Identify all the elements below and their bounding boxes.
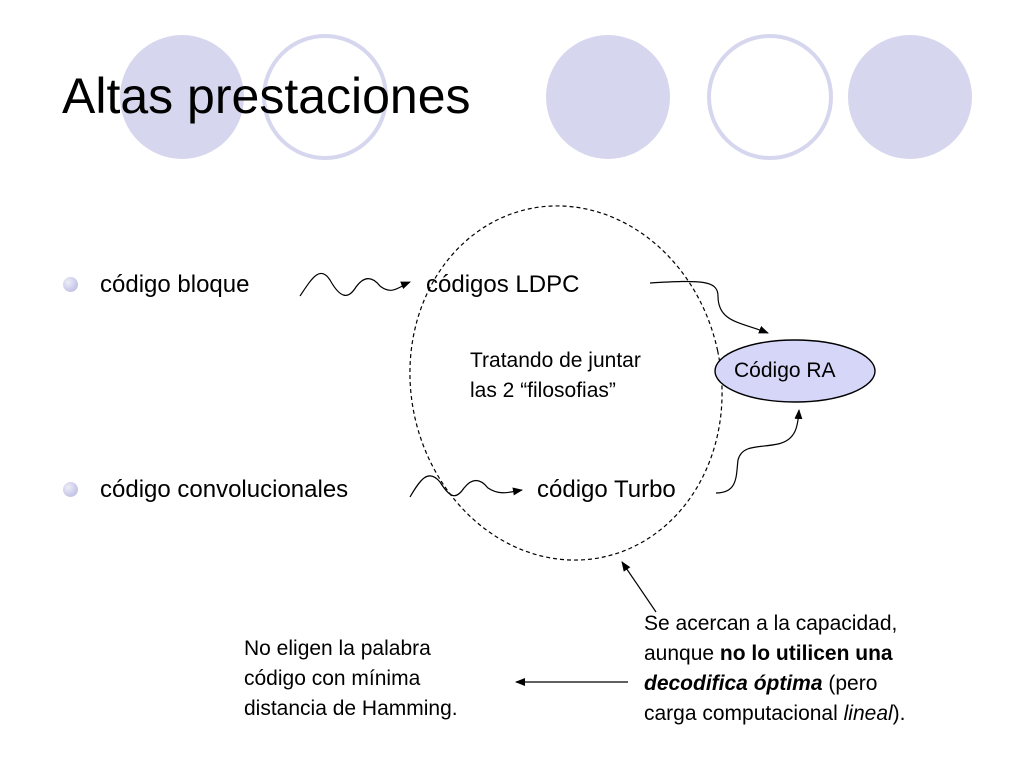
bullet-1-target: códigos LDPC [426,271,580,298]
right-note: Se acercan a la capacidad, aunque no lo … [644,609,906,729]
bullet-marker-2 [63,482,78,497]
right-note-line-2-bold: no lo utilicen una [719,642,893,665]
right-note-line-3-post: (pero [822,672,878,695]
arrow-note-to-ellipse [621,561,657,613]
ellipse-note-line-1: Tratando de juntar [470,349,641,372]
deco-circle-outline-1 [262,34,388,160]
right-note-line-2: aunque no lo utilicen una [644,639,906,669]
right-note-line-3-bolditalic: decodifica óptima [644,672,823,695]
page-title: Altas prestaciones [62,68,471,124]
left-note-line-1: No eligen la palabra [244,637,431,660]
right-note-line-4-post: ). [892,702,906,725]
codigo-ra-label: Código RA [734,359,836,382]
right-note-line-4: carga computacional lineal). [644,699,906,729]
right-note-line-4-pre: carga computacional [644,702,844,725]
wavy-arrow-turbo [409,475,523,498]
deco-circle-filled-1 [120,35,244,159]
bullet-1-source: código bloque [100,271,250,298]
bullet-marker-1 [63,277,78,292]
left-note: No eligen la palabra código con mínima d… [244,634,458,724]
left-note-line-2: código con mínima [244,667,421,690]
arrow-ldpc-to-ra [649,280,769,334]
deco-circle-filled-3 [848,35,972,159]
ellipse-note: Tratando de juntar las 2 “filosofias” [470,346,641,406]
ellipse-note-line-2: las 2 “filosofias” [470,379,616,402]
arrow-turbo-to-ra [715,409,803,494]
dashed-ellipse [409,205,723,561]
right-note-line-2-pre: aunque [644,642,720,665]
left-note-line-3: distancia de Hamming. [244,697,458,720]
deco-circle-filled-2 [546,35,670,159]
bullet-2-target: código Turbo [537,476,676,503]
wavy-arrow-ldpc [299,273,411,297]
right-note-line-3: decodifica óptima (pero [644,669,906,699]
right-note-line-1: Se acercan a la capacidad, [644,612,898,635]
codigo-ra-node [714,339,876,403]
right-note-line-4-italic: lineal [843,702,893,725]
bullet-2-source: código convolucionales [100,476,349,503]
deco-circle-outline-2 [707,34,833,160]
